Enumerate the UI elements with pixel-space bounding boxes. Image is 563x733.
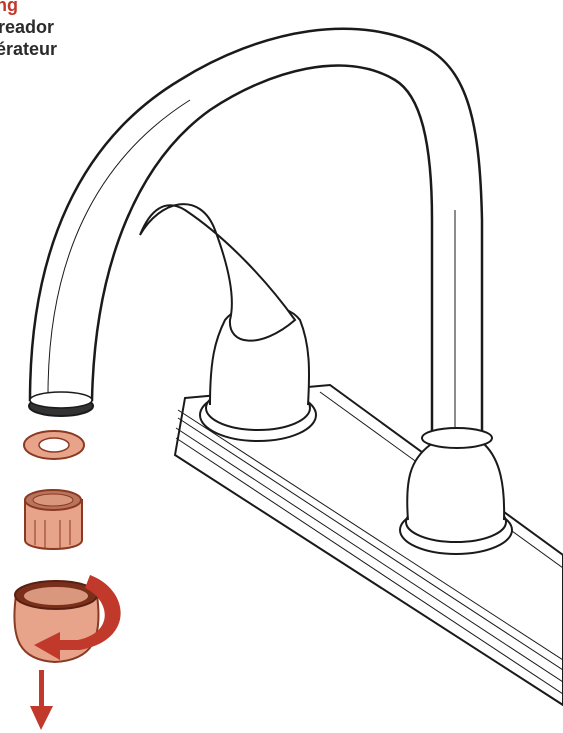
aerator-insert (24, 489, 83, 550)
right-handle-base (399, 427, 513, 555)
caption-english: ng (0, 0, 18, 15)
gooseneck-spout (28, 27, 484, 442)
down-arrow-icon (30, 670, 53, 730)
rotate-arrow-icon (34, 575, 121, 660)
caption-french: érateur (0, 39, 58, 59)
step-caption: ng reador érateur (0, 0, 57, 60)
washer (23, 430, 85, 460)
caption-spanish: reador (0, 17, 55, 37)
spout-body (139, 203, 297, 342)
spout-tip (28, 391, 94, 417)
